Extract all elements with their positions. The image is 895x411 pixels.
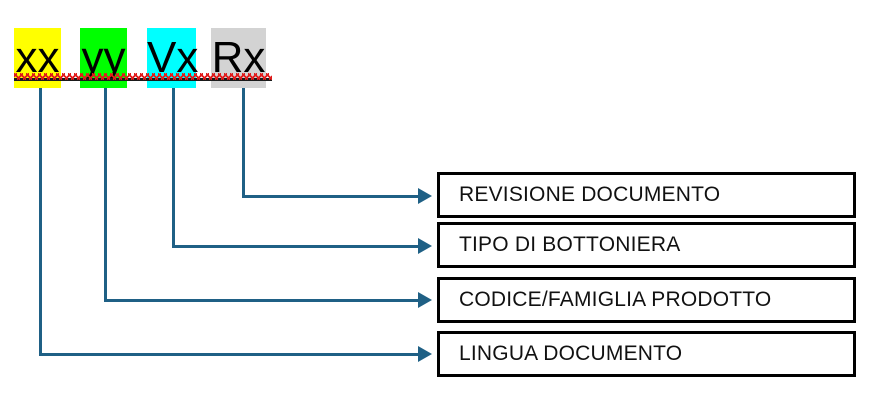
label-box-revisione-documento: REVISIONE DOCUMENTO [437, 172, 856, 218]
connector-vertical-xx [39, 88, 42, 356]
connector-horizontal-vx [172, 245, 420, 248]
arrow-right-icon-rx [418, 188, 432, 204]
connector-horizontal-rx [242, 195, 420, 198]
label-text-revisione-documento: REVISIONE DOCUMENTO [459, 183, 721, 206]
arrow-right-icon-vx [418, 238, 432, 254]
arrow-right-icon-yy [418, 292, 432, 308]
document-code-string: xx yy Vx Rx [0, 0, 300, 100]
label-box-tipo-di-bottoniera: TIPO DI BOTTONIERA [437, 222, 856, 268]
label-box-codice-famiglia-prodotto: CODICE/FAMIGLIA PRODOTTO [437, 277, 856, 323]
arrow-right-icon-xx [418, 346, 432, 362]
connector-vertical-yy [104, 88, 107, 302]
spellcheck-squiggle-underline [14, 73, 272, 80]
label-text-codice-famiglia-prodotto: CODICE/FAMIGLIA PRODOTTO [459, 288, 772, 311]
label-text-tipo-di-bottoniera: TIPO DI BOTTONIERA [459, 233, 681, 256]
label-box-lingua-documento: LINGUA DOCUMENTO [437, 331, 856, 377]
connector-horizontal-yy [104, 299, 420, 302]
connector-horizontal-xx [39, 353, 420, 356]
connector-vertical-vx [172, 88, 175, 248]
label-text-lingua-documento: LINGUA DOCUMENTO [459, 342, 683, 365]
connector-vertical-rx [242, 88, 245, 198]
